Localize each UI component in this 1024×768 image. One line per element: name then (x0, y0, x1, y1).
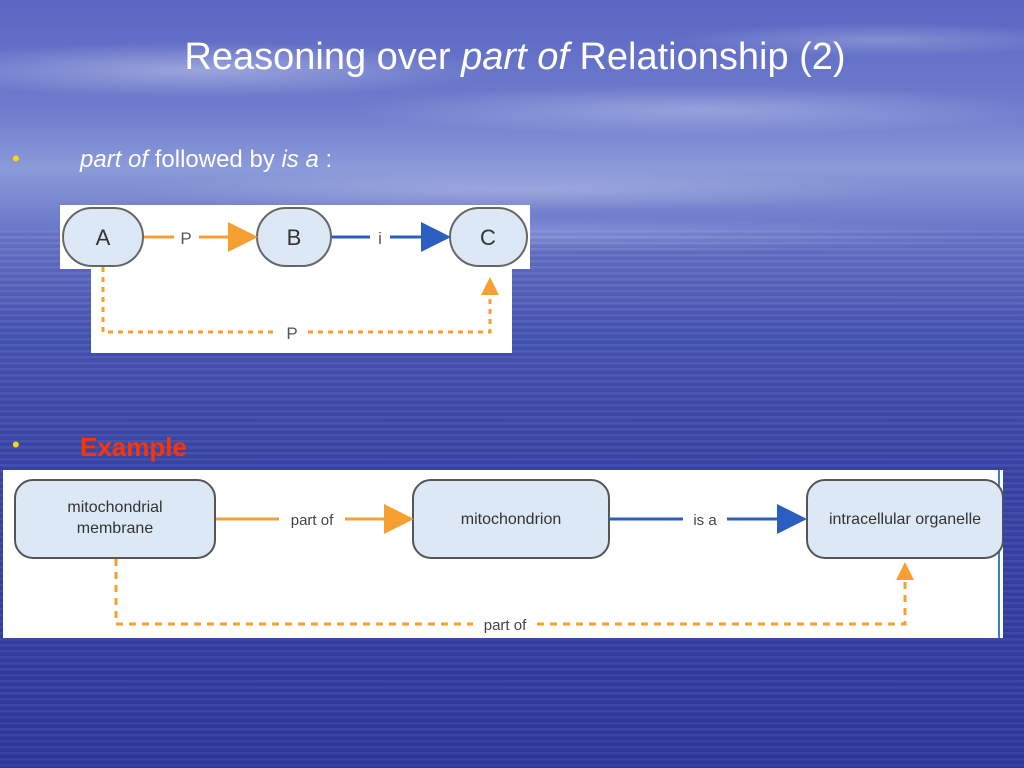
node-c-label: C (480, 225, 496, 250)
edge-a-c-dashed-left (101, 267, 275, 334)
node-intracellular-organelle-label: intracellular organelle (829, 511, 981, 528)
edge-membrane-organelle-dashed-left (114, 559, 473, 626)
node-a (62, 207, 144, 267)
edge-a-c-dashed-right (308, 285, 492, 334)
edge-a-c-label: P (286, 324, 297, 343)
node-mitochondrial-membrane (14, 479, 216, 559)
edge-b-c-label: i (378, 229, 382, 248)
node-b-label: B (287, 225, 302, 250)
edge-membrane-organelle-dashed-right (537, 578, 907, 626)
edge-a-b-label: P (180, 229, 191, 248)
bullet-dot-icon: • (12, 146, 20, 171)
edge-mitochondrion-organelle-label: is a (693, 512, 717, 529)
edge-membrane-organelle-label: part of (484, 617, 527, 634)
node-mitochondrion-label: mitochondrion (461, 511, 562, 528)
bullet-text-part-of-followed-by-is-a: part of followed by is a : (80, 146, 333, 173)
node-a-label: A (96, 225, 111, 250)
edge-a-c-arrowhead (481, 277, 499, 295)
example-heading: Example (80, 432, 187, 462)
edge-membrane-organelle-arrowhead (896, 562, 914, 580)
slide-title: Reasoning over part of Relationship (2) (184, 36, 846, 78)
node-mitochondrial-membrane-line2: membrane (77, 520, 154, 537)
node-mitochondrial-membrane-line1: mitochondrial (67, 499, 162, 516)
example-diagram: mitochondrial membrane mitochondrion int… (3, 470, 1003, 638)
bullet-dot-icon: • (12, 432, 20, 457)
diagram1-bottom-panel (91, 269, 512, 353)
abstract-diagram: A B C P i P (60, 205, 530, 353)
edge-membrane-mitochondrion-label: part of (291, 512, 334, 529)
node-intracellular-organelle (806, 479, 1003, 559)
